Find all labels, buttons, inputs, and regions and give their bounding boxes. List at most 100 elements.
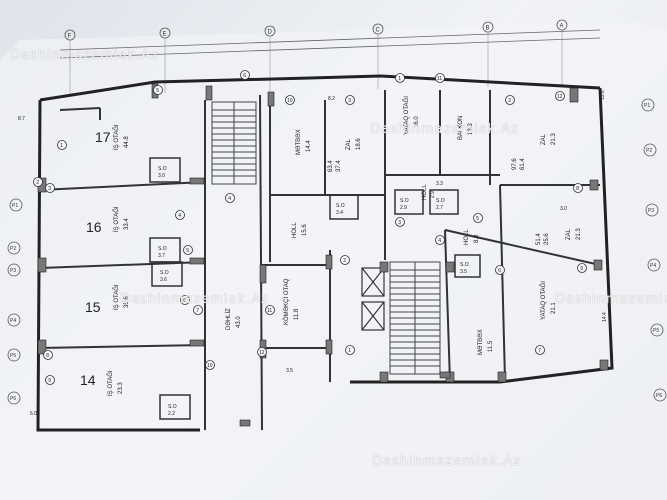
elevator-shafts — [361, 267, 385, 331]
dimension-mark: 1 — [345, 345, 355, 355]
svg-text:P3: P3 — [10, 268, 16, 274]
svg-text:5: 5 — [186, 248, 189, 254]
wall-hatch — [325, 339, 333, 355]
unit-14-area: 23.3 — [118, 382, 124, 394]
dim-label-4: 13.6 — [600, 90, 606, 100]
dimension-mark: 4 — [225, 193, 235, 203]
so-area-3: 3.6 — [160, 277, 167, 283]
svg-text:9: 9 — [48, 378, 51, 384]
svg-text:5: 5 — [156, 88, 159, 94]
dimension-mark: 11 — [435, 73, 445, 83]
hall-3-label: ZAL — [566, 228, 572, 240]
svg-text:6: 6 — [183, 298, 186, 304]
svg-text:7: 7 — [196, 308, 199, 314]
watermark-5: Dashinmazemlak.Az — [372, 454, 521, 469]
dim-label-8: 3.3 — [436, 181, 443, 187]
svg-text:P1: P1 — [644, 103, 650, 109]
svg-text:F: F — [68, 34, 72, 40]
axis-bubble-right-p4: P4 — [647, 258, 661, 272]
dimension-mark: 1 — [57, 140, 67, 150]
svg-text:10: 10 — [207, 363, 213, 369]
corridor-area: 43.0 — [236, 316, 242, 328]
so-area-4: 2.2 — [168, 411, 175, 417]
dimension-mark: 11 — [265, 305, 275, 315]
svg-text:2: 2 — [36, 180, 39, 186]
kitchen-2-label: MƏTBƏX — [478, 329, 484, 355]
kitchen-1-area: 14.4 — [306, 140, 312, 152]
svg-text:P3: P3 — [648, 208, 654, 214]
paper-sheet — [0, 22, 667, 500]
svg-text:3: 3 — [348, 98, 351, 104]
dim-label-5: 14.4 — [602, 312, 608, 322]
so-area-6: 2.9 — [400, 205, 407, 211]
bedroom-2-area: 21.1 — [551, 302, 557, 314]
svg-text:4: 4 — [438, 238, 441, 244]
top-axis-grid — [59, 29, 601, 59]
dimension-mark: 6 — [240, 70, 250, 80]
svg-text:3: 3 — [398, 220, 401, 226]
wall-hatches — [37, 83, 609, 427]
so-label-5: S.O — [336, 203, 345, 209]
unit-17-number: 17 — [95, 129, 111, 145]
svg-text:1: 1 — [398, 76, 401, 82]
dim-label-6: 8.2 — [328, 96, 335, 102]
dimension-mark: 5 — [183, 245, 193, 255]
so-area-5: 3.4 — [336, 210, 343, 216]
so-label-3: S.O — [160, 270, 169, 276]
svg-text:7: 7 — [538, 348, 541, 354]
svg-text:P4: P4 — [650, 263, 656, 269]
watermark-3: Dashinmazemlak.Az — [120, 292, 269, 307]
svg-text:2: 2 — [343, 258, 346, 264]
holl-2-label: HOLL — [464, 229, 470, 245]
svg-text:C: C — [376, 28, 381, 34]
svg-text:P5: P5 — [653, 328, 659, 334]
bedroom-1-label: YATAQ OTAĞI — [403, 96, 410, 135]
holl-2-area: 8.0 — [474, 234, 480, 243]
svg-text:P1: P1 — [12, 203, 18, 209]
so-label-2: S.O — [158, 246, 167, 252]
apt-1-total: 63.4 — [328, 160, 334, 172]
holl-3-area: 2.9 — [430, 191, 436, 198]
svg-text:12: 12 — [557, 94, 563, 100]
axis-bubble-left-p5: P5 — [7, 348, 21, 362]
so-area-1: 3.0 — [158, 173, 165, 179]
dimension-mark: 3 — [395, 217, 405, 227]
dimension-mark: 12 — [257, 347, 267, 357]
axis-bubble-right-p3: P3 — [645, 203, 659, 217]
svg-text:10: 10 — [287, 98, 293, 104]
wall-hatch — [569, 87, 579, 103]
wall-hatch — [37, 339, 47, 355]
outer-walls — [36, 74, 614, 432]
bedroom-2-label: YATAQ OTAĞI — [540, 281, 547, 320]
watermark-2: Dashinmazemlak.Az — [370, 122, 519, 137]
so-label-1: S.O — [158, 166, 167, 172]
small-bathrooms — [149, 157, 481, 420]
wall-hatch — [267, 91, 275, 107]
dimension-mark: 10 — [285, 95, 295, 105]
kitchen-2-area: 11.5 — [488, 340, 494, 352]
hall-2-area: 21.3 — [551, 133, 557, 145]
balcony-area: 13.3 — [468, 123, 474, 135]
unit-16-number: 16 — [86, 219, 102, 235]
so-label-8: S.O — [460, 262, 469, 268]
unit-15-name: İŞ OTAĞI — [113, 284, 120, 310]
dimension-mark: 5 — [473, 213, 483, 223]
svg-text:12: 12 — [259, 350, 265, 356]
so-area-2: 3.7 — [158, 253, 165, 259]
wall-hatch — [497, 371, 507, 383]
dimension-mark: 8 — [573, 183, 583, 193]
balcony-label: BALKON — [458, 116, 464, 140]
wall-hatch — [205, 85, 213, 101]
axis-bubble-left-p1: P1 — [9, 198, 23, 212]
dimension-mark: 6 — [495, 265, 505, 275]
svg-text:8: 8 — [576, 186, 579, 192]
svg-text:P4: P4 — [10, 318, 16, 324]
wall-hatch — [445, 261, 455, 273]
axis-bubble-right-p2: P2 — [643, 143, 657, 157]
svg-text:B: B — [486, 26, 490, 32]
svg-text:P6: P6 — [10, 396, 16, 402]
